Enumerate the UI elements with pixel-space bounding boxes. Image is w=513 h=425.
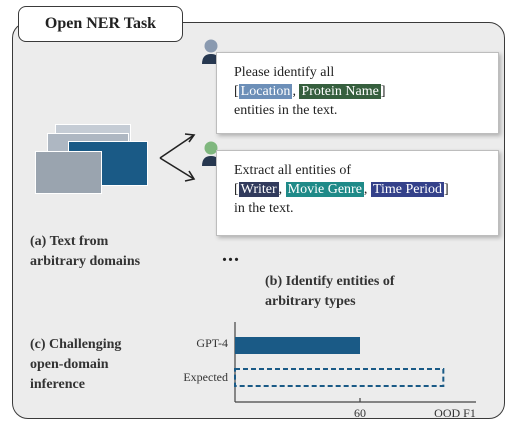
- category-label: GPT-4: [196, 336, 228, 350]
- card-line: Please identify all: [234, 65, 335, 80]
- card-line: entities in the text.: [234, 103, 338, 118]
- user-icon: [202, 141, 220, 166]
- card-line: Extract all entities of: [234, 163, 352, 178]
- card-line: [Location, Protein Name]: [234, 82, 498, 101]
- card-line: in the text.: [234, 201, 294, 216]
- category-label: Expected: [183, 370, 228, 384]
- branch-arrows-icon: [159, 133, 196, 182]
- bar-expected: [234, 368, 445, 387]
- task-title: Open NER Task: [18, 6, 183, 42]
- entity-tag: Protein Name: [299, 84, 381, 99]
- document-sheet: [35, 151, 102, 194]
- x-tick-label: 60: [354, 406, 366, 420]
- separator: ,: [363, 182, 371, 197]
- x-axis-label: OOD F1: [434, 406, 476, 420]
- label-line: inference: [30, 377, 85, 392]
- entity-tag: Writer: [238, 182, 279, 197]
- bracket: [: [234, 182, 239, 197]
- separator: ,: [292, 84, 300, 99]
- bracket: ]: [444, 182, 449, 197]
- label-inference: (c) Challenging open-domain inference: [30, 335, 121, 395]
- entity-tag: Time Period: [370, 182, 445, 197]
- user-icon: [202, 39, 220, 64]
- prompt-card-1: Please identify all [Location, Protein N…: [216, 52, 499, 134]
- separator: ,: [278, 182, 286, 197]
- entity-tag: Location: [238, 84, 293, 99]
- chart-axes: [234, 322, 476, 403]
- label-line: (a) Text from: [30, 234, 109, 249]
- bar-gpt-4: [235, 337, 360, 354]
- ellipsis: ...: [222, 244, 240, 266]
- label-entity-types: (b) Identify entities of arbitrary types: [265, 272, 395, 312]
- label-line: (c) Challenging: [30, 337, 122, 352]
- bracket: [: [234, 84, 239, 99]
- bracket: ]: [380, 84, 386, 99]
- label-text-domains: (a) Text from arbitrary domains: [30, 232, 140, 272]
- card-line: [Writer, Movie Genre, Time Period]: [234, 180, 498, 199]
- entity-tag: Movie Genre: [285, 182, 364, 197]
- label-line: arbitrary domains: [30, 254, 141, 269]
- label-line: arbitrary types: [265, 294, 356, 309]
- label-line: (b) Identify entities of: [265, 274, 395, 289]
- chart-bars: [234, 337, 445, 387]
- prompt-card-2: Extract all entities of [Writer, Movie G…: [216, 150, 499, 236]
- label-line: open-domain: [30, 357, 109, 372]
